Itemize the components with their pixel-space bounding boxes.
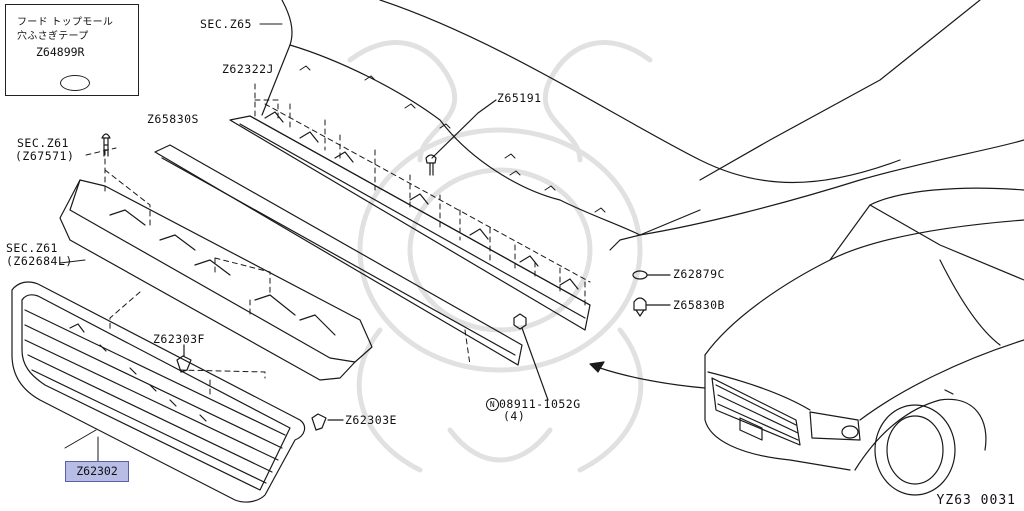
label-z62302-highlighted[interactable]: Z62302 (65, 461, 129, 482)
legend-line-2: 穴ふさぎテープ (17, 31, 89, 42)
label-z65830b[interactable]: Z65830B (673, 298, 725, 312)
watermark-emblem (347, 40, 653, 473)
label-z65191[interactable]: Z65191 (497, 91, 542, 105)
label-z67571[interactable]: (Z67571) (15, 149, 75, 163)
long-molding (154, 144, 523, 366)
hood-outline (261, 0, 1024, 251)
label-z62322j[interactable]: Z62322J (222, 62, 274, 76)
label-nut-quantity: (4) (503, 409, 526, 423)
label-z62303f[interactable]: Z62303F (153, 332, 205, 346)
label-z62879c[interactable]: Z62879C (673, 267, 725, 281)
clip-z62303e (311, 413, 344, 431)
label-leaders (59, 23, 283, 449)
grille-upper-bracket (59, 179, 373, 381)
legend-line-1: フード トップモール (17, 17, 114, 28)
vehicle-illustration (704, 187, 1024, 496)
legend-part-number: Z64899R (36, 45, 85, 59)
label-z62303e[interactable]: Z62303E (345, 413, 397, 427)
clip-z62303f (176, 344, 192, 373)
label-z65830s[interactable]: Z65830S (147, 112, 199, 126)
label-sec-z65[interactable]: SEC.Z65 (200, 17, 252, 31)
front-grille (11, 281, 306, 503)
figure-code: YZ63 0031 (936, 493, 1016, 508)
nut-part-number: 08911-1052G (499, 397, 581, 411)
hood-top-strip (229, 111, 591, 331)
screw-z67571 (101, 133, 111, 157)
nut-08911 (513, 313, 549, 401)
label-z62684l[interactable]: (Z62684L) (6, 254, 73, 268)
hood-clip-holes (299, 65, 606, 213)
strip-dashed-leaders (254, 83, 591, 306)
label-sec-z61-lower[interactable]: SEC.Z61 (6, 241, 58, 255)
label-sec-z61-upper[interactable]: SEC.Z61 (17, 136, 69, 150)
legend-box: フード トップモール 穴ふさぎテープ Z64899R (5, 4, 139, 96)
bracket-dashed-leaders (85, 147, 271, 399)
location-arrow (599, 367, 706, 389)
clip-z65830b (633, 297, 671, 317)
tape-symbol (60, 75, 90, 91)
clip-z65191 (425, 99, 497, 176)
clip-z62879c (632, 270, 671, 280)
n-circle-icon: N (486, 398, 499, 411)
